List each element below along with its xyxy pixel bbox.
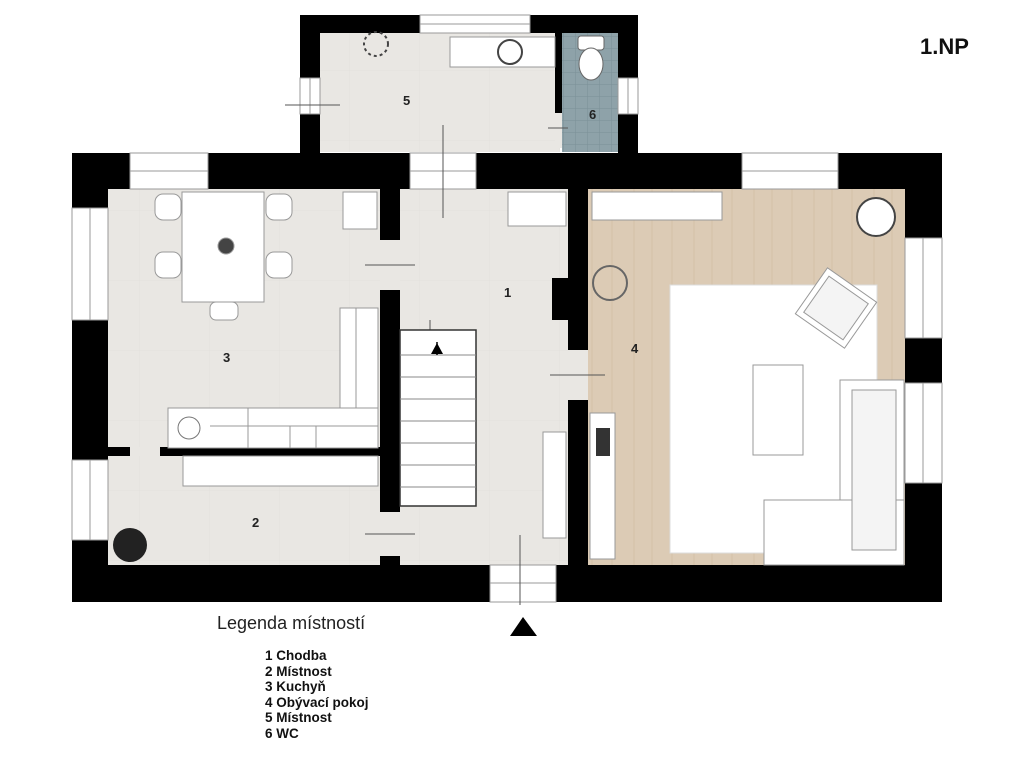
- chair-icon: [592, 265, 628, 301]
- sofa-icon: [763, 379, 905, 566]
- legend-item: 3 Kuchyň: [265, 679, 326, 694]
- kitchen-cabinet-top: [342, 191, 378, 230]
- room-number-1: 1: [504, 285, 511, 300]
- room-5-furniture: [363, 31, 556, 68]
- stove-icon: [177, 416, 201, 440]
- plant-icon: [856, 197, 896, 237]
- plant-icon: [497, 39, 523, 65]
- room-number-2: 2: [252, 515, 259, 530]
- kitchen-counter-side: [339, 307, 379, 426]
- floor-label: 1.NP: [920, 34, 969, 59]
- room-number-5: 5: [403, 93, 410, 108]
- room-number-4: 4: [631, 341, 639, 356]
- legend-title: Legenda místností: [217, 613, 366, 633]
- living-room-furniture: [589, 191, 905, 566]
- legend-item: 6 WC: [265, 725, 299, 741]
- plant-icon: [113, 528, 147, 562]
- room-number-6: 6: [589, 107, 596, 122]
- hall-cabinet: [507, 191, 567, 227]
- tv-icon: [596, 428, 610, 456]
- toilet-icon: [577, 35, 605, 81]
- room-2-counter: [182, 455, 379, 487]
- plant-icon: [363, 31, 389, 57]
- room-2-furniture: [113, 455, 379, 562]
- legend-item: 4 Obývací pokoj: [265, 694, 369, 710]
- entrance-arrow-icon: [510, 617, 537, 636]
- legend-item: 2 Místnost: [265, 663, 332, 679]
- kitchen-counter-bottom: [167, 407, 379, 449]
- legend-item: 5 Místnost: [265, 710, 332, 725]
- stairs-icon: [399, 329, 477, 507]
- legend-list: 1 Chodba 2 Místnost 3 Kuchyň 4 Obývací p…: [265, 648, 369, 741]
- hallway-furniture: [507, 191, 567, 539]
- legend-item: 1 Chodba: [265, 648, 327, 663]
- armchair-icon: [794, 267, 878, 349]
- room-number-3: 3: [223, 350, 230, 365]
- coffee-table: [752, 364, 804, 456]
- kitchen-furniture: [154, 191, 379, 449]
- dining-table-icon: [154, 191, 293, 321]
- table-plant-icon: [217, 237, 235, 255]
- room-numbers: 1 2 3 4 5 6: [223, 93, 639, 530]
- hall-bench: [542, 431, 567, 539]
- living-shelf: [591, 191, 723, 221]
